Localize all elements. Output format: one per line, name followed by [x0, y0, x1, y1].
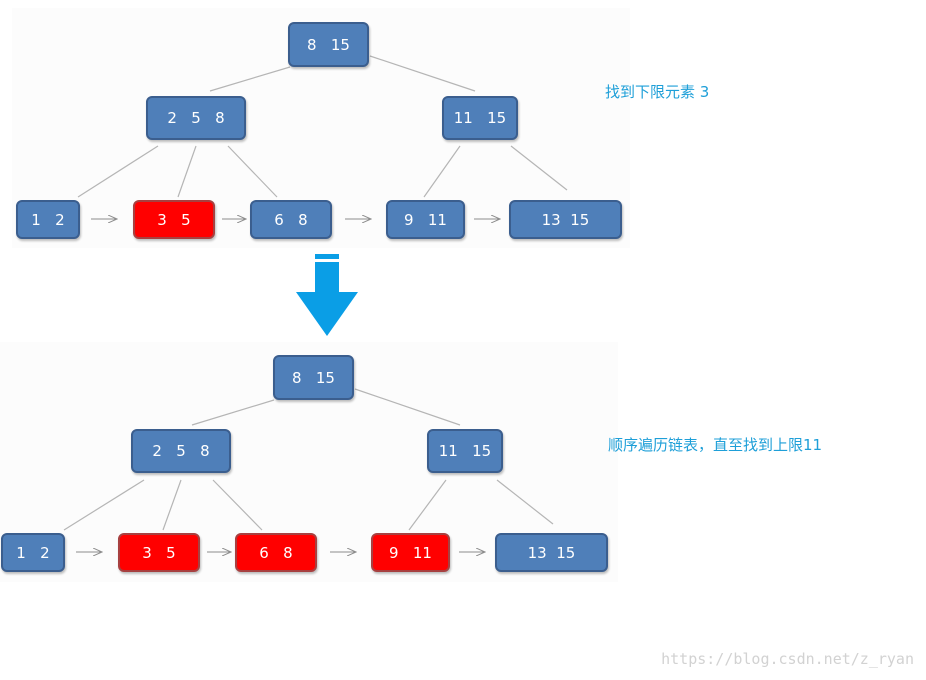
bottom-internal-node-left: 2 5 8: [131, 429, 231, 473]
bottom-edge-right-leaf4: [408, 479, 447, 531]
bottom-edge-left-leaf2: [162, 479, 182, 531]
top-edge-root-left: [209, 66, 291, 92]
bottom-edge-root-left: [191, 399, 275, 426]
top-root-node: 8 15: [288, 22, 369, 67]
top-leaf-node-2: 3 5: [133, 200, 215, 239]
bottom-root-node: 8 15: [273, 355, 354, 400]
top-internal-node-right: 11 15: [442, 96, 518, 140]
bottom-leaf-node-5: 13 15: [495, 533, 608, 572]
top-internal-node-left: 2 5 8: [146, 96, 246, 140]
bottom-edge-left-leaf1: [63, 479, 145, 531]
top-edge-root-right: [369, 55, 476, 92]
bottom-leaf-node-2: 3 5: [118, 533, 200, 572]
bottom-edge-root-right: [354, 388, 461, 426]
top-edge-left-leaf2: [177, 145, 197, 198]
top-leaf-node-4: 9 11: [386, 200, 465, 239]
bottom-edge-right-leaf5: [496, 479, 554, 525]
top-edge-right-leaf5: [510, 145, 568, 191]
top-edge-right-leaf4: [423, 145, 461, 198]
bottom-leaf-node-3: 6 8: [235, 533, 317, 572]
top-leaf-node-1: 1 2: [16, 200, 80, 239]
bottom-leaf-node-1: 1 2: [1, 533, 65, 572]
top-edge-left-leaf1: [77, 145, 159, 198]
top-annotation: 找到下限元素 3: [605, 83, 710, 101]
bottom-annotation: 顺序遍历链表，直至找到上限11: [608, 436, 823, 454]
top-leaf-node-5: 13 15: [509, 200, 622, 239]
bottom-edge-left-leaf3: [212, 479, 263, 531]
bottom-leaf-node-4: 9 11: [371, 533, 450, 572]
top-edge-left-leaf3: [227, 145, 278, 198]
top-leaf-node-3: 6 8: [250, 200, 332, 239]
watermark: https://blog.csdn.net/z_ryan: [661, 650, 914, 668]
down-arrow-icon: [296, 254, 358, 336]
bottom-internal-node-right: 11 15: [427, 429, 503, 473]
